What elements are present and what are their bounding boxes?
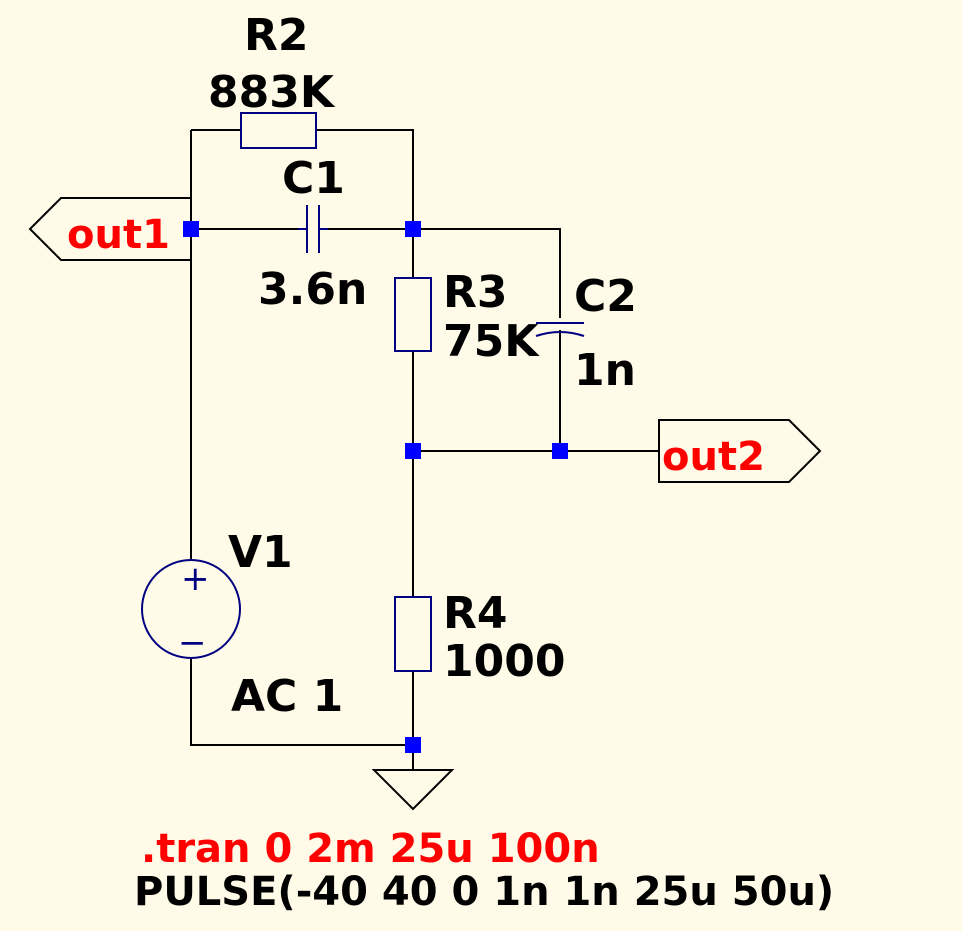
tran-directive[interactable]: .tran 0 2m 25u 100n [141,826,600,872]
junction-out2[interactable] [552,443,568,459]
r3-name: R3 [443,267,508,318]
junction-r3-r4[interactable] [405,443,421,459]
r2-value: 883K [208,67,336,118]
wire-r2-right[interactable] [316,129,414,229]
c2-value: 1n [574,345,636,396]
r2-name: R2 [244,10,309,61]
c1-name: C1 [282,153,345,204]
v1-minus-icon: − [178,623,207,663]
junction-ground[interactable] [405,737,421,753]
wire-v1-bottom[interactable] [190,658,413,746]
capacitor-c1[interactable] [298,205,328,253]
r4-name: R4 [443,588,508,639]
voltage-source-v1[interactable] [141,559,241,659]
c2-name: C2 [574,271,637,322]
net-flag-out2[interactable] [658,419,822,483]
v1-value: AC 1 [231,671,343,722]
junction-nodes [183,221,568,753]
resistor-r3[interactable] [394,277,432,352]
v1-plus-icon: + [181,559,210,599]
resistor-r2[interactable] [240,112,317,149]
out1-label: out1 [67,212,170,258]
ground-icon[interactable] [371,769,455,811]
out2-label: out2 [662,434,765,480]
junction-c1-r3[interactable] [405,221,421,237]
v1-name: V1 [228,527,293,578]
resistor-r4[interactable] [394,596,432,672]
r3-value: 75K [443,316,540,367]
r4-value: 1000 [443,636,565,687]
junction-out1[interactable] [183,221,199,237]
pulse-source-value[interactable]: PULSE(-40 40 0 1n 1n 25u 50u) [134,869,834,915]
capacitor-c2[interactable] [535,322,585,337]
c1-value: 3.6n [258,264,367,315]
